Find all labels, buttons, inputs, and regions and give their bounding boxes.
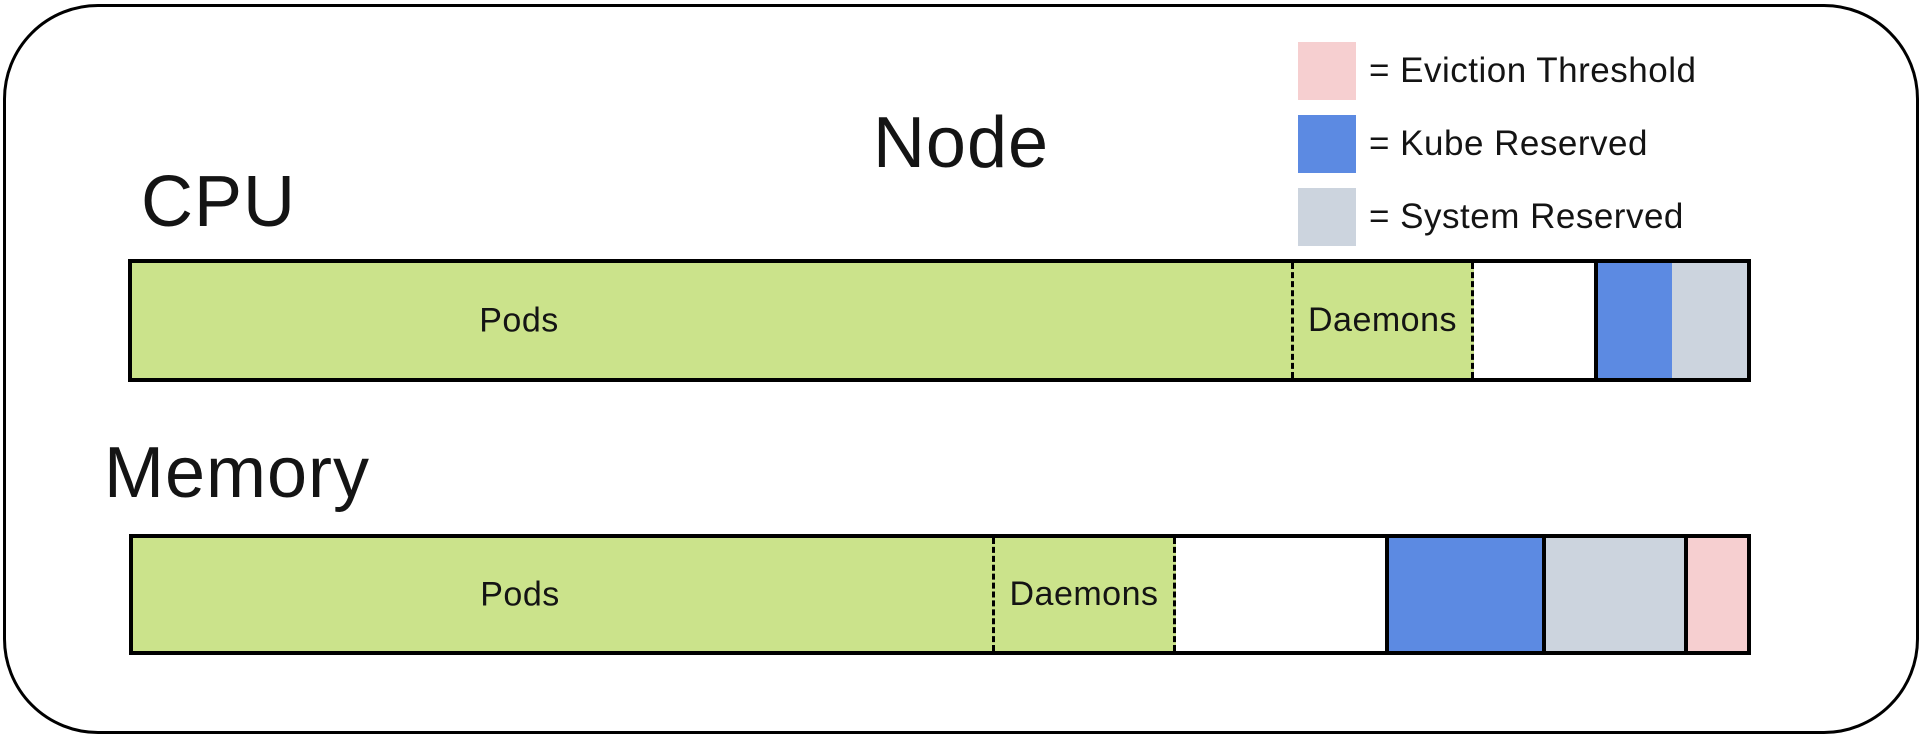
- legend-label-kube-reserved: = Kube Reserved: [1369, 124, 1648, 163]
- memory-segment-kube-reserved: [1385, 538, 1542, 651]
- memory-label: Memory: [104, 433, 371, 513]
- kube-reserved-swatch-icon: [1298, 115, 1356, 173]
- memory-bar: Pods Daemons: [129, 534, 1751, 655]
- legend-item-kube-reserved: = Kube Reserved: [1298, 115, 1696, 173]
- memory-segment-daemons: Daemons: [995, 538, 1176, 651]
- system-reserved-swatch-icon: [1298, 188, 1356, 246]
- cpu-daemons-label: Daemons: [1307, 301, 1457, 339]
- cpu-segment-kube-reserved: [1594, 263, 1672, 378]
- memory-segment-free: [1176, 538, 1385, 651]
- eviction-threshold-swatch-icon: [1298, 42, 1356, 100]
- legend-label-eviction-threshold: = Eviction Threshold: [1369, 51, 1697, 90]
- memory-pods-label: Pods: [480, 575, 560, 613]
- cpu-segment-pods: Pods: [132, 263, 1294, 378]
- node-title: Node: [872, 103, 1050, 183]
- legend-item-system-reserved: = System Reserved: [1298, 188, 1696, 246]
- memory-segment-pods: Pods: [133, 538, 995, 651]
- legend-item-eviction-threshold: = Eviction Threshold: [1298, 42, 1696, 100]
- legend-label-system-reserved: = System Reserved: [1369, 197, 1684, 236]
- cpu-segment-daemons: Daemons: [1294, 263, 1474, 378]
- node-container: Node CPU Memory = Eviction Threshold = Ku…: [3, 4, 1919, 734]
- memory-segment-system-reserved: [1542, 538, 1684, 651]
- cpu-segment-free: [1474, 263, 1594, 378]
- cpu-label: CPU: [141, 162, 297, 242]
- memory-segment-eviction-threshold: [1684, 538, 1747, 651]
- cpu-pods-label: Pods: [479, 301, 559, 339]
- cpu-segment-system-reserved: [1672, 263, 1747, 378]
- cpu-bar: Pods Daemons: [128, 259, 1751, 382]
- legend: = Eviction Threshold = Kube Reserved = Sys…: [1298, 42, 1696, 246]
- memory-daemons-label: Daemons: [1009, 575, 1159, 613]
